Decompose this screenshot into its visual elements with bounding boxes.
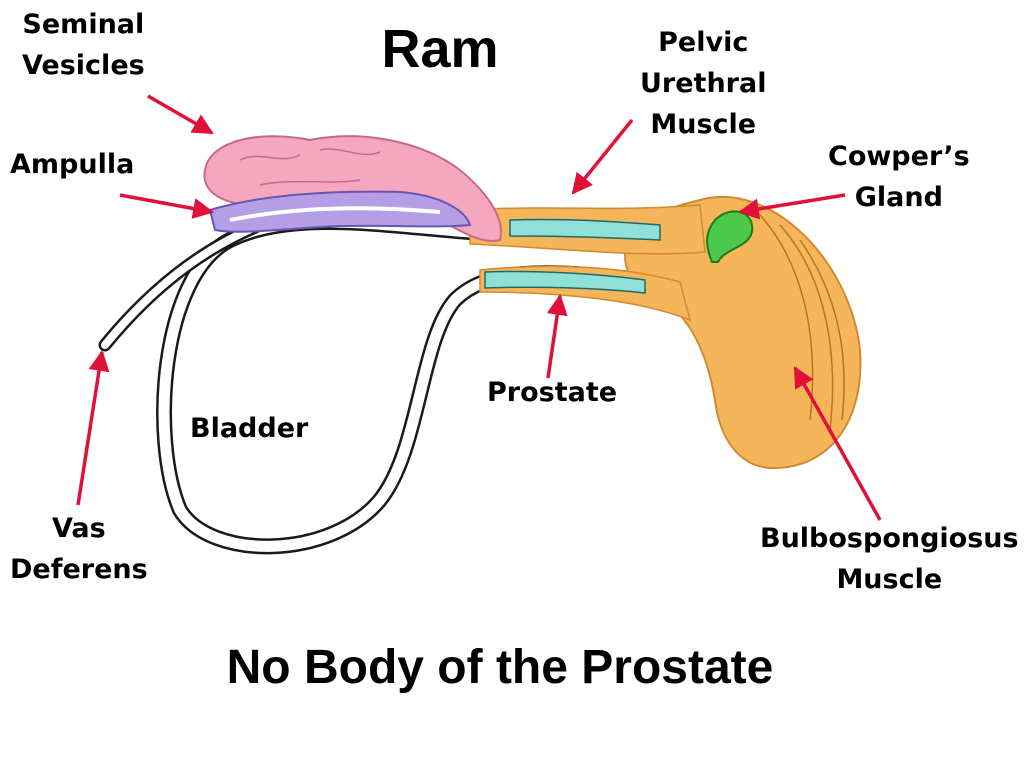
label-cowpers-gland: Cowper’s Gland [828, 141, 970, 213]
label-seminal-vesicles: Seminal Vesicles [22, 9, 145, 81]
arrow-pelvic-urethral-muscle [571, 118, 634, 195]
seminal-vesicles-folds [239, 148, 381, 186]
arrow-seminal-vesicles [147, 94, 214, 135]
arrow-prostate [546, 293, 568, 379]
arrow-bulbospongiosus [793, 366, 882, 521]
label-vas-deferens: Vas Deferens [10, 513, 148, 585]
diagram-caption: No Body of the Prostate [226, 641, 774, 694]
prostate-tissue-upper [509, 218, 661, 241]
diagram-title: Ram [381, 19, 499, 79]
label-pelvic-urethral-muscle: Pelvic Urethral Muscle [640, 27, 767, 140]
ram-reproductive-diagram [76, 94, 882, 555]
label-bulbospongiosus-muscle: Bulbospongiosus Muscle [760, 523, 1019, 595]
arrow-cowpers-gland [737, 193, 846, 220]
prostate-tissue-lower [484, 270, 646, 294]
label-bladder: Bladder [190, 413, 309, 444]
label-prostate: Prostate [487, 377, 618, 408]
pointer-arrows [76, 94, 882, 521]
arrow-vas-deferens [76, 349, 110, 506]
label-ampulla: Ampulla [10, 149, 135, 180]
arrow-ampulla [119, 193, 215, 219]
ampulla [208, 190, 472, 233]
ampulla-lumen [229, 206, 441, 222]
